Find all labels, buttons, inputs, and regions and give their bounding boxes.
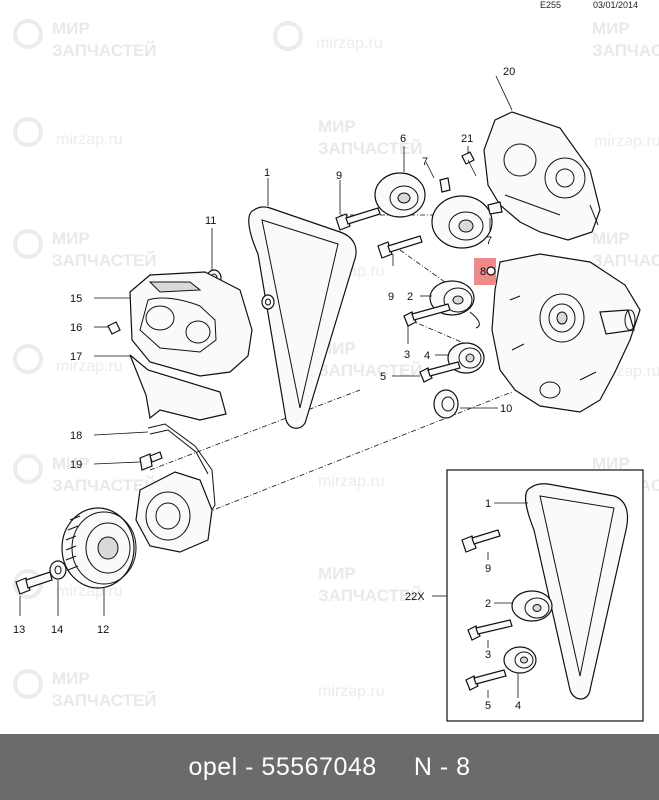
callout-15: 15 bbox=[70, 293, 82, 305]
callout-18: 18 bbox=[70, 430, 82, 442]
watermark-logo-icon bbox=[273, 21, 303, 51]
bolt-13 bbox=[15, 571, 53, 595]
bolt-16 bbox=[107, 321, 121, 335]
kit-callout-1: 1 bbox=[485, 498, 491, 510]
watermark-brand-line2: ЗАПЧАСТЕЙ bbox=[318, 361, 423, 380]
callout-6: 6 bbox=[400, 133, 406, 145]
watermark-brand-line1: МИР bbox=[52, 229, 90, 248]
kit-callout-2: 2 bbox=[485, 598, 491, 610]
watermark-url: mirzap.ru bbox=[318, 473, 385, 490]
kit-timing-belt bbox=[525, 483, 629, 700]
kit-callout-4: 4 bbox=[515, 700, 521, 712]
front-cover-upper bbox=[129, 271, 253, 377]
bolt-19 bbox=[139, 451, 163, 471]
kit-callout-9: 9 bbox=[485, 563, 491, 575]
watermark-url: mirzap.ru bbox=[56, 131, 123, 148]
callout-21: 21 bbox=[461, 133, 473, 145]
callout-7a: 7 bbox=[422, 156, 428, 168]
callout-12: 12 bbox=[97, 624, 109, 636]
washer-14 bbox=[49, 560, 67, 580]
kit-tensioner-pulley bbox=[511, 590, 553, 622]
highlighted-part-8[interactable]: 8 bbox=[474, 258, 496, 285]
watermark-brand-line1: МИР bbox=[592, 454, 630, 473]
watermark-brand-line1: МИР bbox=[52, 669, 90, 688]
part-number-text: opel - 55567048 N - 8 bbox=[188, 753, 471, 781]
engine-block bbox=[491, 253, 641, 413]
kit-inset: 22X bbox=[405, 469, 644, 722]
watermark-brand-line2: ЗАПЧАСТЕЙ bbox=[52, 41, 157, 60]
callout-11: 11 bbox=[205, 215, 216, 227]
callout-1: 1 bbox=[264, 167, 270, 179]
watermark-brand-line2: ЗАПЧАСТЕЙ bbox=[52, 476, 157, 495]
callout-9a: 9 bbox=[336, 170, 342, 182]
watermark-brand-line2: ЗАПЧАСТЕЙ bbox=[52, 251, 157, 270]
watermark-logo-icon bbox=[13, 229, 43, 259]
camshaft-gear-6 bbox=[374, 172, 426, 218]
callout-17: 17 bbox=[70, 351, 82, 363]
callout-19: 19 bbox=[70, 459, 82, 471]
part-number-footer: opel - 55567048 N - 8 bbox=[0, 734, 659, 800]
callout-16: 16 bbox=[70, 322, 82, 334]
bolt-9-upper bbox=[335, 207, 381, 231]
leader-lines bbox=[19, 75, 513, 616]
camshaft-gear-7 bbox=[431, 177, 503, 249]
watermark-logo-icon bbox=[13, 19, 43, 49]
crankshaft-pulley bbox=[61, 507, 137, 589]
callout-14: 14 bbox=[51, 624, 63, 636]
watermark-brand-line1: МИР bbox=[592, 229, 630, 248]
watermark-brand-line2: ЗАПЧАСТЕЙ bbox=[318, 586, 423, 605]
watermark-brand-line1: МИР bbox=[52, 454, 90, 473]
bolt-5 bbox=[419, 361, 461, 383]
bolt-21 bbox=[461, 151, 477, 177]
rear-timing-cover bbox=[483, 111, 601, 241]
callout-10: 10 bbox=[500, 403, 512, 415]
watermark-brand-line2: ЗАПЧАСТЕЙ bbox=[318, 139, 423, 158]
watermark-brand-line1: МИР bbox=[318, 117, 356, 136]
callout-7b: 7 bbox=[486, 235, 492, 247]
cover-gasket-18 bbox=[147, 423, 216, 521]
watermark-logo-icon bbox=[13, 344, 43, 374]
highlight-marker bbox=[474, 258, 496, 285]
watermark-url: mirzap.ru bbox=[594, 133, 659, 150]
callout-4: 4 bbox=[424, 350, 430, 362]
front-cover-lower bbox=[129, 354, 227, 421]
callout-2: 2 bbox=[407, 291, 413, 303]
watermark-logo-icon bbox=[13, 117, 43, 147]
callout-5: 5 bbox=[380, 371, 386, 383]
callout-3: 3 bbox=[404, 349, 410, 361]
watermark-brand-line2: ЗАПЧАСТЕЙ bbox=[592, 41, 659, 60]
tensioner-pulley bbox=[429, 280, 480, 329]
bolt-9-lower bbox=[377, 235, 423, 259]
callout-9b: 9 bbox=[388, 291, 394, 303]
watermark-brand-line2: ЗАПЧАСТЕЙ bbox=[592, 251, 659, 270]
diagram-date: 03/01/2014 bbox=[593, 0, 639, 10]
timing-belt bbox=[248, 206, 357, 429]
bolt-3 bbox=[403, 303, 451, 327]
exploded-parts-diagram: МИР ЗАПЧАСТЕЙ mirzap.ru МИР ЗАПЧАСТЕЙ mi… bbox=[13, 19, 659, 722]
diagram-code: E255 bbox=[540, 0, 562, 10]
watermark-brand-line1: МИР bbox=[52, 19, 90, 38]
watermark-brand-line1: МИР bbox=[318, 564, 356, 583]
watermark-url: mirzap.ru bbox=[316, 35, 383, 52]
callout-13: 13 bbox=[13, 624, 25, 636]
watermark-brand-line2: ЗАПЧАСТЕЙ bbox=[52, 691, 157, 710]
watermark-logo-icon bbox=[13, 669, 43, 699]
callout-labels: 1 2 3 4 5 6 7 7 9 9 10 11 12 13 14 15 16… bbox=[13, 66, 515, 636]
kit-callout-5: 5 bbox=[485, 700, 491, 712]
callout-8: 8 bbox=[480, 266, 486, 278]
kit-callout-3: 3 bbox=[485, 649, 491, 661]
callout-20: 20 bbox=[503, 66, 515, 78]
crankshaft-sprocket bbox=[433, 389, 459, 419]
kit-label: 22X bbox=[405, 591, 425, 603]
watermark-url: mirzap.ru bbox=[56, 358, 123, 375]
watermark-brand-line1: МИР bbox=[592, 19, 630, 38]
lower-cover-plate bbox=[135, 471, 213, 553]
watermark-logo-icon bbox=[13, 454, 43, 484]
watermark-url: mirzap.ru bbox=[318, 683, 385, 700]
